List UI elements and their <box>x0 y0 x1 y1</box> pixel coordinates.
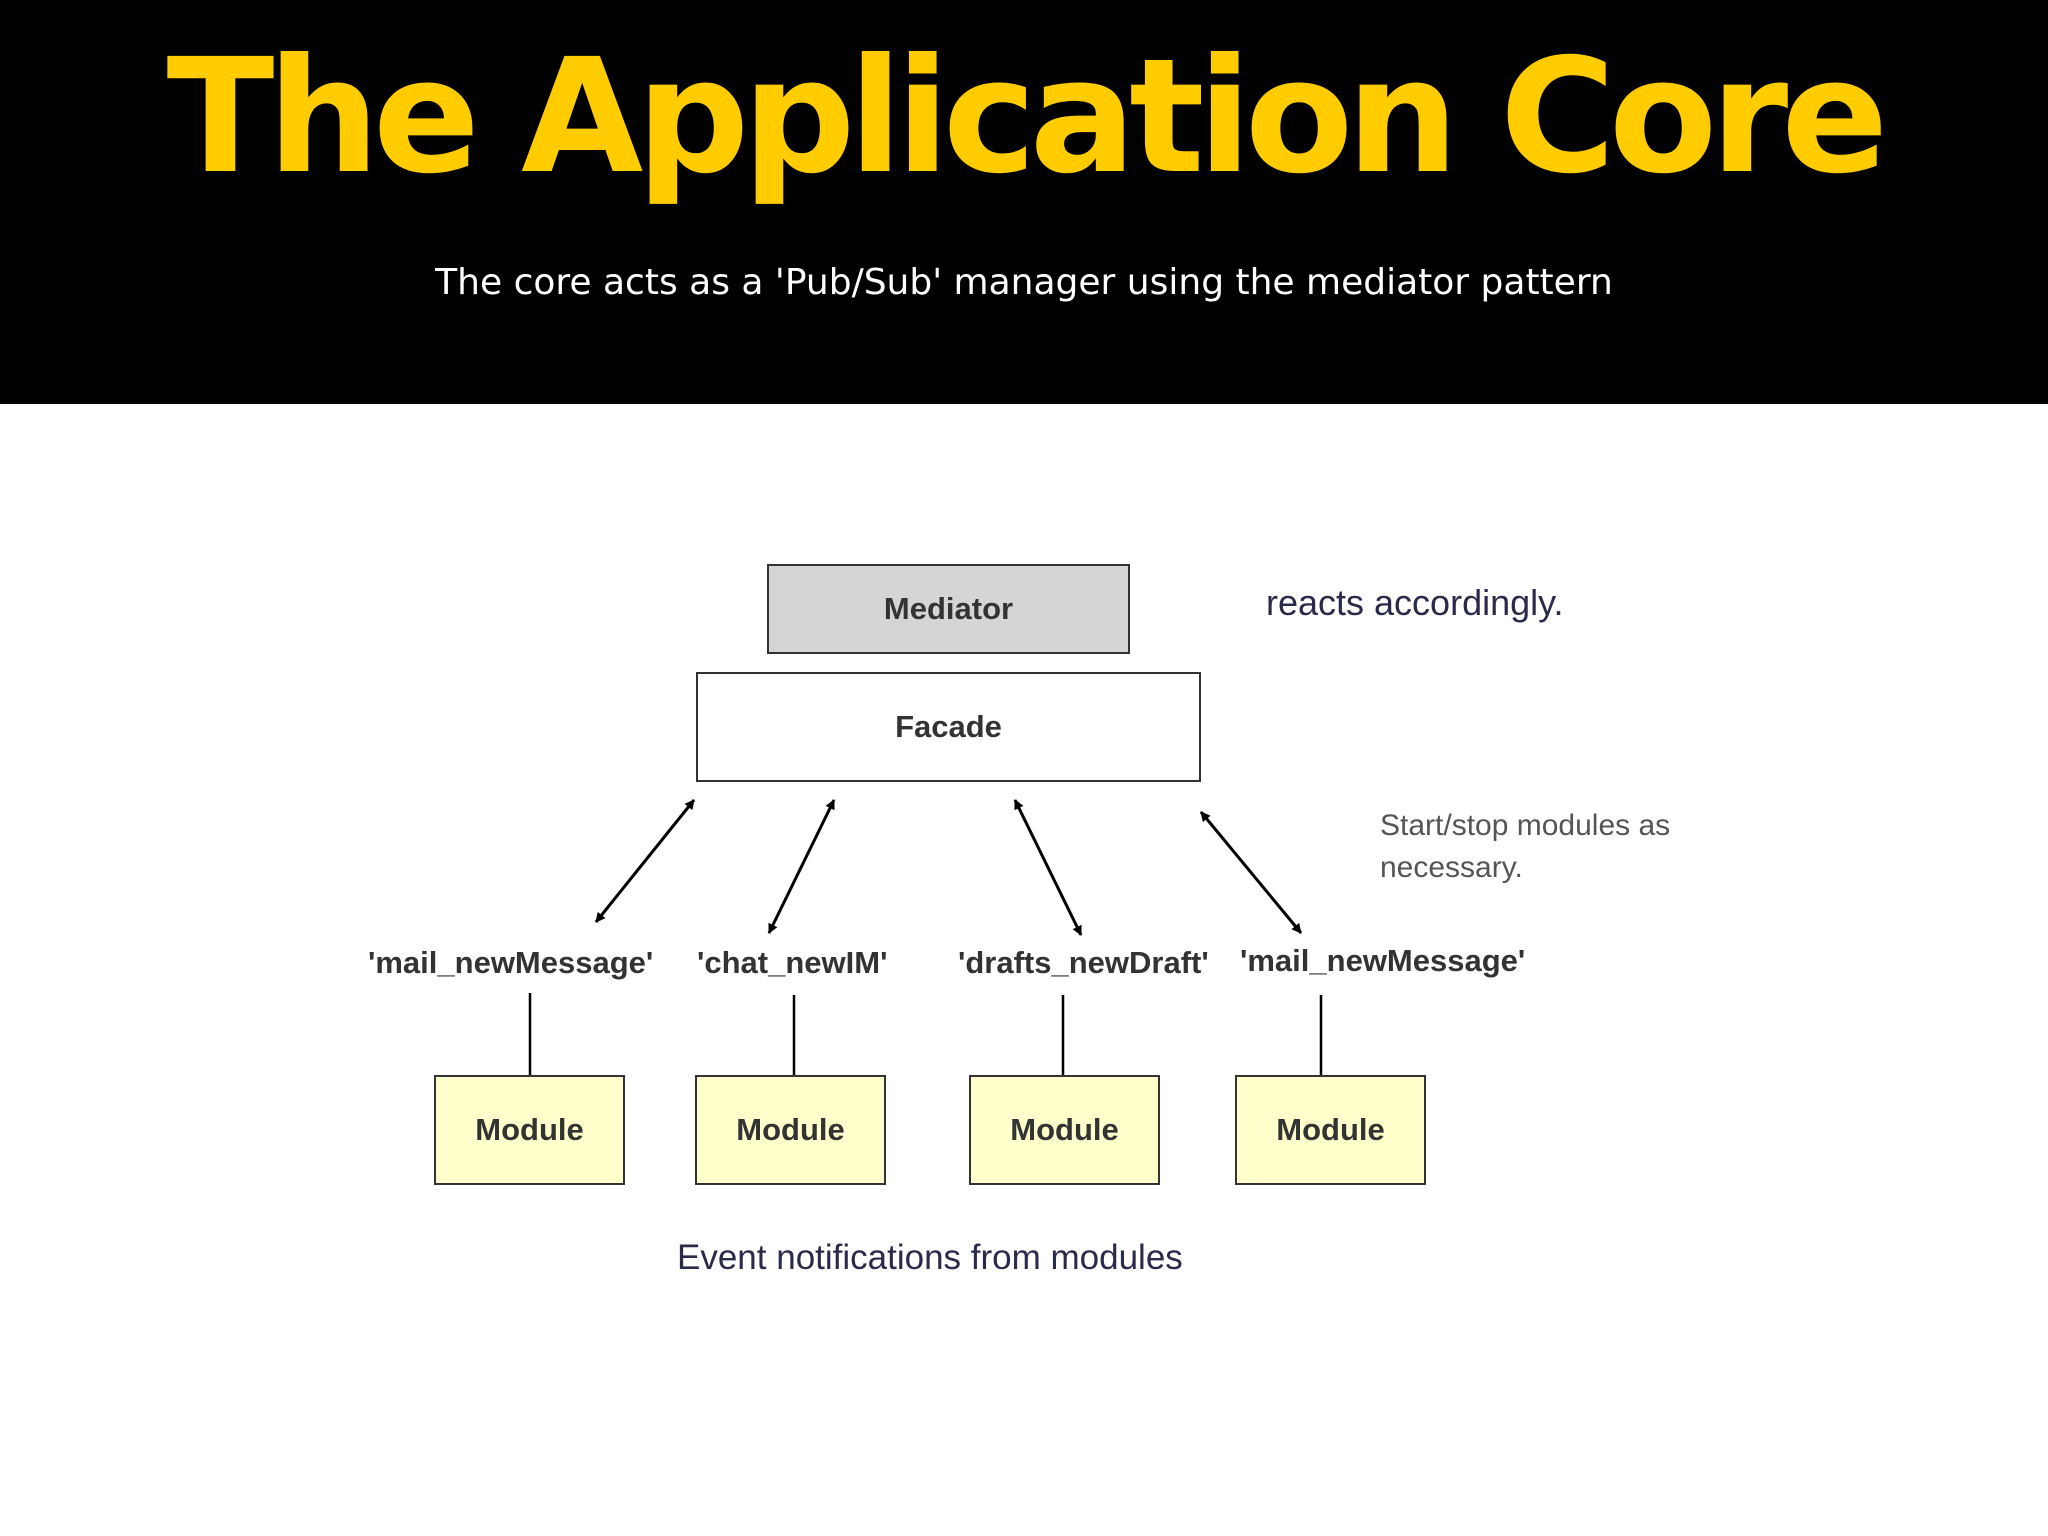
mediator-box: Mediator <box>767 564 1130 654</box>
module-box-3: Module <box>969 1075 1160 1185</box>
note-startstop-line2: necessary. <box>1380 851 1523 884</box>
module-box-2: Module <box>695 1075 886 1185</box>
arrow-3 <box>1013 799 1083 936</box>
event-label-3: 'drafts_newDraft' <box>958 945 1209 980</box>
note-events: Event notifications from modules <box>677 1238 1183 1277</box>
module-box-4: Module <box>1235 1075 1426 1185</box>
module-box-1: Module <box>434 1075 625 1185</box>
module-label-1: Module <box>475 1112 584 1147</box>
facade-label: Facade <box>895 709 1002 744</box>
event-label-4: 'mail_newMessage' <box>1240 943 1526 978</box>
arrow-4 <box>1199 811 1303 934</box>
slide-title: The Application Core <box>166 25 1889 209</box>
module-label-3: Module <box>1010 1112 1119 1147</box>
facade-box: Facade <box>696 672 1201 782</box>
arrow-2 <box>767 799 836 934</box>
event-label-1: 'mail_newMessage' <box>368 945 654 980</box>
slide-subtitle: The core acts as a 'Pub/Sub' manager usi… <box>435 262 1613 303</box>
mediator-label: Mediator <box>883 591 1014 626</box>
note-startstop: Start/stop modules as necessary. <box>1380 805 1670 889</box>
event-label-2: 'chat_newIM' <box>697 945 888 980</box>
arrow-1 <box>594 799 696 923</box>
module-label-2: Module <box>736 1112 845 1147</box>
slide-header: The Application Core The core acts as a … <box>0 0 2048 404</box>
note-startstop-line1: Start/stop modules as <box>1380 809 1671 842</box>
module-label-4: Module <box>1276 1112 1385 1147</box>
note-reacts: reacts accordingly. <box>1266 582 1564 623</box>
